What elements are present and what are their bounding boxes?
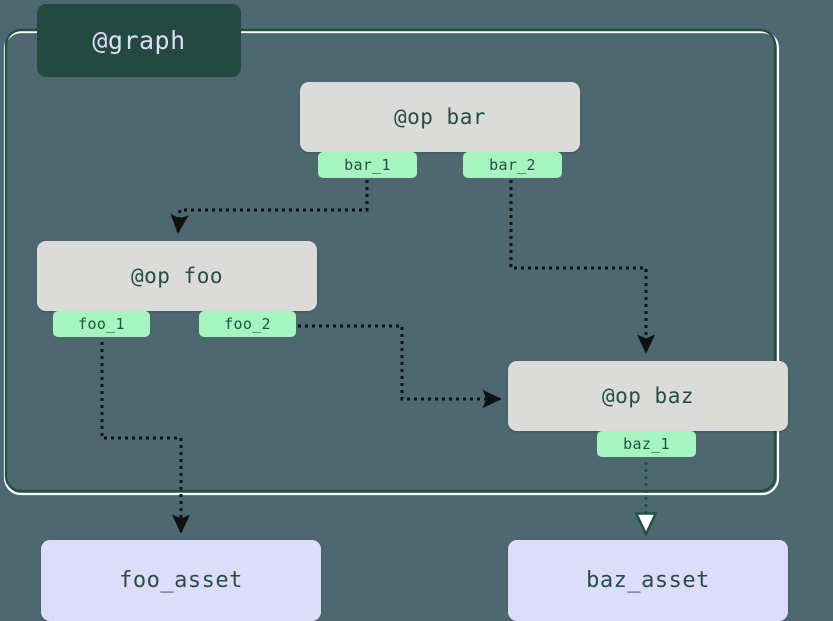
op-port-label-baz-1: baz_1 [623, 435, 670, 453]
asset-node-foo-asset[interactable]: foo_asset [41, 540, 321, 621]
edge-foo2-to-baz [298, 324, 502, 409]
op-port-foo-1[interactable]: foo_1 [53, 311, 150, 337]
op-label-baz: @op baz [601, 384, 694, 408]
cluster-border-left [4, 28, 39, 493]
asset-label-baz-asset: baz_asset [586, 568, 710, 593]
op-body-baz[interactable]: @op baz [508, 361, 788, 431]
op-node-foo[interactable]: @op foo foo_1 foo_2 [37, 241, 317, 337]
asset-label-foo-asset: foo_asset [119, 568, 243, 593]
op-body-bar[interactable]: @op bar [300, 82, 580, 152]
cluster-border-highlight-left [3, 30, 39, 496]
op-body-foo[interactable]: @op foo [37, 241, 317, 311]
edge-bar1-to-foo [170, 180, 369, 234]
op-port-foo-2[interactable]: foo_2 [199, 311, 296, 337]
op-port-label-bar-2: bar_2 [489, 156, 536, 174]
op-node-bar[interactable]: @op bar bar_1 bar_2 [300, 82, 580, 178]
op-label-foo: @op foo [130, 264, 223, 288]
op-port-baz-1[interactable]: baz_1 [597, 431, 696, 457]
op-port-bar-1[interactable]: bar_1 [318, 152, 417, 178]
graph-title-tab[interactable]: @graph [37, 4, 241, 77]
graph-title-label: @graph [92, 26, 186, 55]
op-port-label-bar-1: bar_1 [344, 156, 391, 174]
op-node-baz[interactable]: @op baz baz_1 [508, 361, 788, 457]
op-port-label-foo-2: foo_2 [224, 315, 271, 333]
op-port-bar-2[interactable]: bar_2 [463, 152, 562, 178]
edge-foo1-to-foo-asset [100, 342, 191, 534]
asset-node-baz-asset[interactable]: baz_asset [508, 540, 788, 621]
op-port-label-foo-1: foo_1 [78, 315, 125, 333]
edge-bar2-to-baz [509, 180, 656, 354]
op-label-bar: @op bar [393, 105, 486, 129]
